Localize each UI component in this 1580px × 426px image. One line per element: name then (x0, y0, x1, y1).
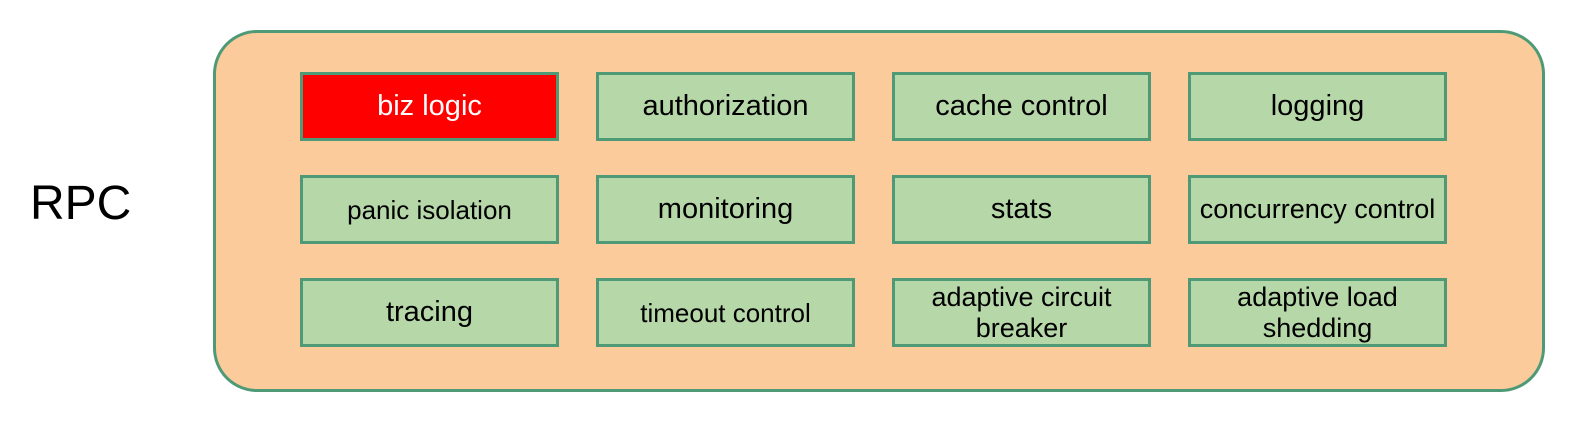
feature-box-label: adaptive load shedding (1237, 281, 1398, 343)
feature-box-label: tracing (385, 296, 474, 328)
feature-box-concurrency-control[interactable]: concurrency control (1188, 175, 1447, 244)
feature-box-stats[interactable]: stats (892, 175, 1151, 244)
feature-box-label: authorization (642, 90, 809, 122)
feature-box-biz-logic[interactable]: biz logic (300, 72, 559, 141)
feature-box-label: stats (990, 193, 1053, 225)
feature-box-label: panic isolation (347, 194, 512, 225)
feature-box-adaptive-load-shedding[interactable]: adaptive load shedding (1188, 278, 1447, 347)
rpc-side-label: RPC (30, 177, 132, 230)
feature-box-label: adaptive circuit breaker (931, 281, 1112, 343)
feature-box-authorization[interactable]: authorization (596, 72, 855, 141)
feature-box-label: timeout control (640, 297, 811, 328)
feature-box-label: logging (1270, 90, 1365, 122)
feature-box-panic-isolation[interactable]: panic isolation (300, 175, 559, 244)
feature-box-timeout-control[interactable]: timeout control (596, 278, 855, 347)
feature-box-tracing[interactable]: tracing (300, 278, 559, 347)
feature-box-label: cache control (935, 90, 1108, 122)
feature-box-logging[interactable]: logging (1188, 72, 1447, 141)
feature-box-label: biz logic (377, 90, 482, 122)
feature-box-label: concurrency control (1199, 194, 1436, 224)
feature-box-label: monitoring (657, 193, 794, 225)
feature-grid: biz logic authorization cache control loggi… (300, 72, 1448, 347)
feature-box-monitoring[interactable]: monitoring (596, 175, 855, 244)
feature-box-adaptive-circuit-breaker[interactable]: adaptive circuit breaker (892, 278, 1151, 347)
feature-box-cache-control[interactable]: cache control (892, 72, 1151, 141)
